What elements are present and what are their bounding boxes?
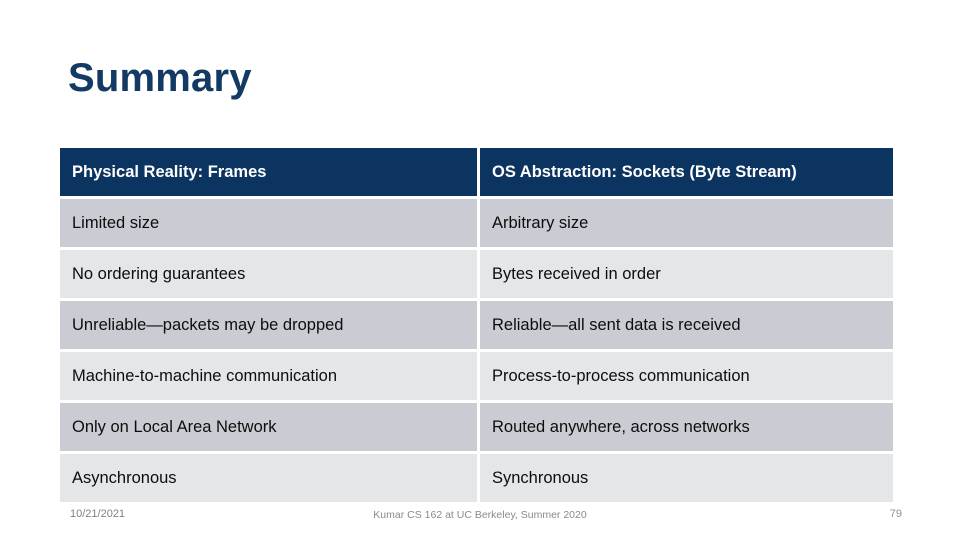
summary-comparison-table: Physical Reality: Frames OS Abstraction:… bbox=[60, 148, 893, 502]
table-cell-physical: Only on Local Area Network bbox=[60, 403, 477, 451]
table-cell-physical: Limited size bbox=[60, 199, 477, 247]
table-header-cell-os-abstraction: OS Abstraction: Sockets (Byte Stream) bbox=[480, 148, 893, 196]
table-cell-physical: No ordering guarantees bbox=[60, 250, 477, 298]
table-cell-abstraction: Reliable—all sent data is received bbox=[480, 301, 893, 349]
table-cell-physical: Machine-to-machine communication bbox=[60, 352, 477, 400]
table-cell-abstraction: Routed anywhere, across networks bbox=[480, 403, 893, 451]
table-row: Limited size Arbitrary size bbox=[60, 199, 893, 247]
table-cell-physical: Unreliable—packets may be dropped bbox=[60, 301, 477, 349]
footer-date: 10/21/2021 bbox=[70, 508, 126, 520]
table-header-cell-physical-reality: Physical Reality: Frames bbox=[60, 148, 477, 196]
table-row: Only on Local Area Network Routed anywhe… bbox=[60, 403, 893, 451]
table-cell-abstraction: Synchronous bbox=[480, 454, 893, 502]
table-cell-abstraction: Arbitrary size bbox=[480, 199, 893, 247]
table-cell-physical: Asynchronous bbox=[60, 454, 477, 502]
table-row: Asynchronous Synchronous bbox=[60, 454, 893, 502]
table-row: Machine-to-machine communication Process… bbox=[60, 352, 893, 400]
table-header-row: Physical Reality: Frames OS Abstraction:… bbox=[60, 148, 893, 196]
page-title: Summary bbox=[68, 56, 252, 100]
table-cell-abstraction: Process-to-process communication bbox=[480, 352, 893, 400]
footer-attribution: Kumar CS 162 at UC Berkeley, Summer 2020 bbox=[373, 509, 587, 521]
table-row: Unreliable—packets may be dropped Reliab… bbox=[60, 301, 893, 349]
table-row: No ordering guarantees Bytes received in… bbox=[60, 250, 893, 298]
table-cell-abstraction: Bytes received in order bbox=[480, 250, 893, 298]
footer-page-number: 79 bbox=[889, 508, 902, 520]
